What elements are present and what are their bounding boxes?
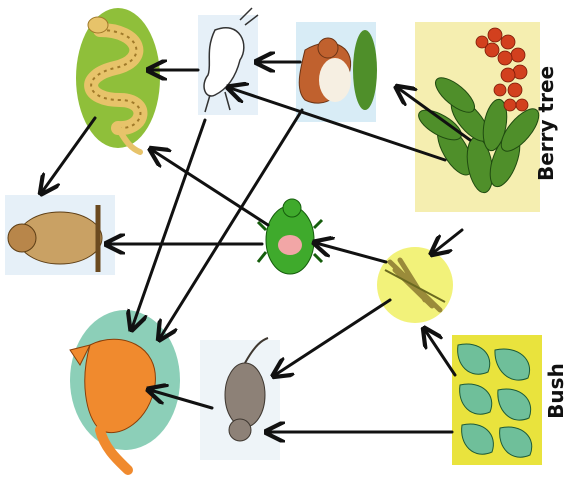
arrow-grasshopper-to-frog xyxy=(316,243,386,262)
squirrel-icon xyxy=(296,22,377,122)
bush-label: Bush xyxy=(544,361,566,421)
arrow-rabbit-to-fox xyxy=(132,120,205,328)
bush-icon xyxy=(452,335,542,465)
owl-icon xyxy=(5,195,115,275)
arrow-snake-to-owl xyxy=(42,118,95,192)
grasshopper-icon xyxy=(377,247,453,323)
arrow-tree-to-grasshopper xyxy=(433,230,462,253)
frog-icon xyxy=(258,199,322,274)
arrow-grasshopper-to-mouse xyxy=(275,300,390,375)
arrow-bush-to-grasshopper xyxy=(425,330,455,375)
berry-tree-label: Berry tree xyxy=(534,81,560,181)
snake-icon xyxy=(76,8,160,152)
berry-tree-icon xyxy=(414,22,545,212)
mouse-icon xyxy=(200,338,280,460)
rabbit-icon xyxy=(198,8,258,115)
arrow-frog-to-snake xyxy=(152,150,268,225)
